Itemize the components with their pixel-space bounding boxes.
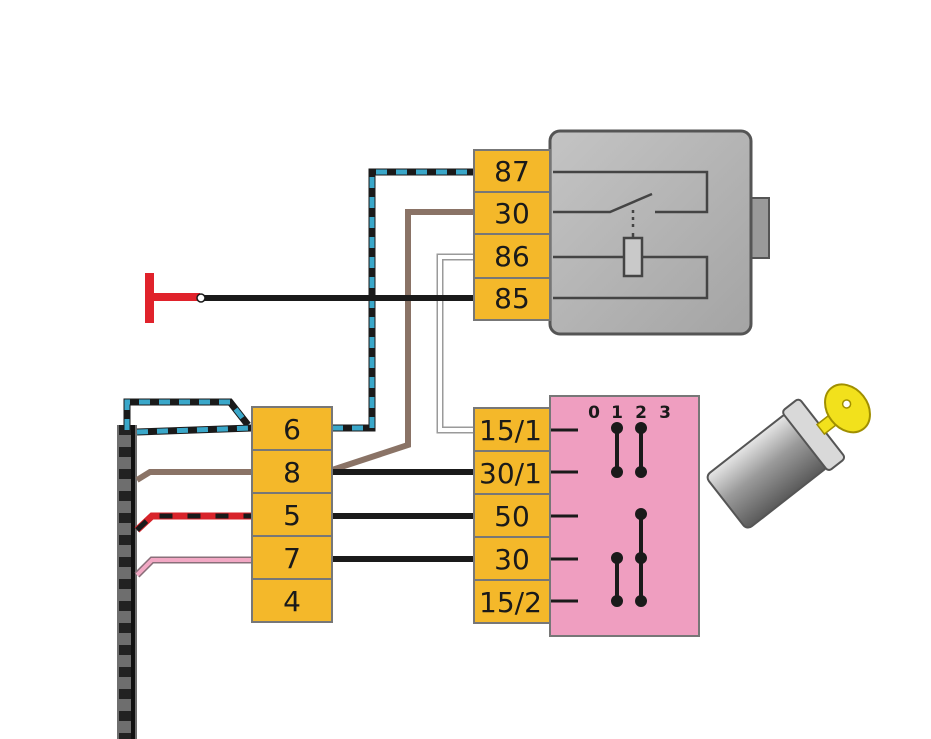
connector-pin-4-label: 4 <box>283 585 301 618</box>
wire-brown-left <box>135 469 252 483</box>
switch-pin-30-1-label: 30/1 <box>479 457 542 490</box>
connector-pin-4: 4 <box>251 578 333 623</box>
switch-pin-15-2-label: 15/2 <box>479 586 542 619</box>
relay-pin-30-label: 30 <box>494 197 530 230</box>
ignition-key-icon <box>706 383 871 529</box>
switch-contacts <box>611 422 647 607</box>
switch-pin-30: 30 <box>473 536 551 581</box>
connector-pin-6: 6 <box>251 406 333 451</box>
switch-pin-30-1: 30/1 <box>473 450 551 495</box>
connector-pin-6-label: 6 <box>283 413 301 446</box>
ground-symbol-icon <box>145 273 206 323</box>
switch-pin-15-1-label: 15/1 <box>479 414 542 447</box>
ignition-switch: 0 1 2 3 <box>549 395 700 637</box>
relay-body <box>548 129 753 336</box>
wire-white-outline <box>436 253 474 434</box>
relay-pin-87: 87 <box>473 149 551 193</box>
switch-terminal-stubs <box>550 428 578 603</box>
switch-pin-50-label: 50 <box>494 500 530 533</box>
relay-switch-icon <box>553 170 709 230</box>
wire-pink <box>135 558 252 577</box>
relay-pin-86: 86 <box>473 233 551 279</box>
harness-bundle <box>117 425 137 739</box>
connector-pin-8: 8 <box>251 449 333 494</box>
wire-brown-relay-30 <box>331 209 474 473</box>
relay-pin-86-label: 86 <box>494 240 530 273</box>
connector-pin-7-label: 7 <box>283 542 301 575</box>
wire-white <box>438 255 474 432</box>
relay-coil-icon <box>553 233 709 300</box>
relay-pin-85-label: 85 <box>494 282 530 315</box>
position-1-label: 1 <box>611 403 623 423</box>
switch-terminals: 15/1 30/1 50 30 15/2 <box>473 407 551 624</box>
relay-pin-87-label: 87 <box>494 155 530 188</box>
relay-tab <box>750 197 770 259</box>
switch-pin-30-label: 30 <box>494 543 530 576</box>
wire-red-stripe <box>135 513 252 532</box>
position-0-label: 0 <box>588 403 600 423</box>
switch-pin-15-1: 15/1 <box>473 407 551 452</box>
relay-terminals: 87 30 86 85 <box>473 149 551 321</box>
connector-pin-5: 5 <box>251 492 333 537</box>
harness-connector: 6 8 5 7 4 <box>251 406 333 623</box>
relay <box>548 129 770 336</box>
connector-pin-5-label: 5 <box>283 499 301 532</box>
connector-pin-7: 7 <box>251 535 333 580</box>
position-3-label: 3 <box>659 403 671 423</box>
relay-pin-85: 85 <box>473 277 551 321</box>
switch-pin-50: 50 <box>473 493 551 538</box>
position-2-label: 2 <box>635 403 647 423</box>
wire-pink-outline <box>134 556 252 578</box>
relay-pin-30: 30 <box>473 191 551 235</box>
switch-pin-15-2: 15/2 <box>473 579 551 624</box>
connector-pin-8-label: 8 <box>283 456 301 489</box>
